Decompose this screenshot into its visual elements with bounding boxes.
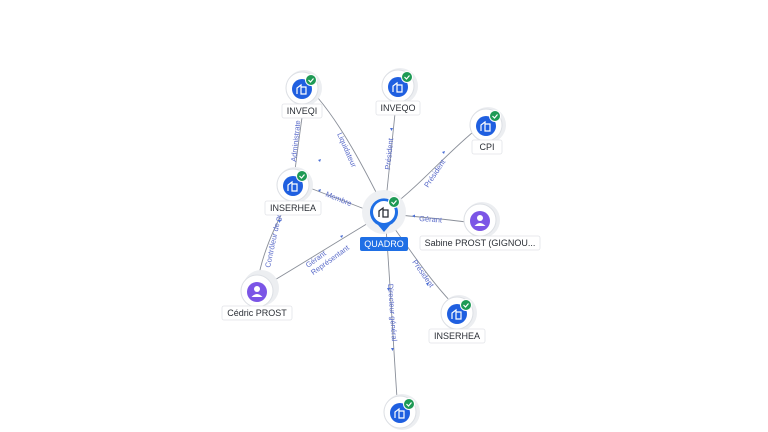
node-sabine-prost[interactable]: Sabine PROST (GIGNOU... xyxy=(419,202,541,251)
center-node-label: QUADRO xyxy=(364,239,404,249)
node-inveqo[interactable]: INVEQO xyxy=(375,68,421,116)
node-cedric-prost[interactable]: Cédric PROST xyxy=(221,270,293,321)
node-label: INSERHEA xyxy=(270,203,316,213)
verified-check-icon xyxy=(388,196,400,208)
building-icon xyxy=(378,206,389,218)
edge-label-president-inveqo: Président xyxy=(383,137,395,170)
verified-check-icon xyxy=(489,110,501,122)
node-cpi[interactable]: CPI xyxy=(469,107,506,155)
node-label: INSERHEA xyxy=(434,331,480,341)
node-label: Cédric PROST xyxy=(227,308,287,318)
edge-label-controleur: Contrôleur de ges xyxy=(263,208,284,268)
node-label: INVEQI xyxy=(287,106,318,116)
node-bottom-company[interactable] xyxy=(383,394,420,430)
node-inserhea-left[interactable]: INSERHEA xyxy=(264,167,322,216)
verified-check-icon xyxy=(401,71,413,83)
edge-center-inserhea2[interactable] xyxy=(391,224,453,304)
node-inveqi[interactable]: INVEQI xyxy=(281,70,323,119)
node-center-quadro[interactable]: QUADRO xyxy=(360,190,408,251)
node-label: CPI xyxy=(479,142,494,152)
verified-check-icon xyxy=(460,299,472,311)
edge-label-gerant-sabine: Gérant xyxy=(419,214,443,225)
node-label: Sabine PROST (GIGNOU... xyxy=(425,238,536,248)
edge-arrows xyxy=(278,128,445,351)
verified-check-icon xyxy=(296,170,308,182)
node-label: INVEQO xyxy=(380,103,415,113)
edge-label-gerant-representant: GérantReprésentant xyxy=(304,235,352,277)
edge-label-liquidateur: Liquidateur xyxy=(335,131,359,169)
verified-check-icon xyxy=(305,74,317,86)
edge-label-membre: Membre xyxy=(324,190,353,209)
edge-label-directeur-general: Directeur général xyxy=(386,284,399,342)
edge-label-president-cpi: Président xyxy=(422,157,448,189)
node-inserhea-right[interactable]: INSERHEA xyxy=(428,295,486,344)
edge-cedric-center[interactable] xyxy=(267,221,371,285)
verified-check-icon xyxy=(403,398,415,410)
edge-label-administrateur: Administrate xyxy=(289,120,302,162)
edge-label-president-inserhea2: Président xyxy=(410,258,436,290)
